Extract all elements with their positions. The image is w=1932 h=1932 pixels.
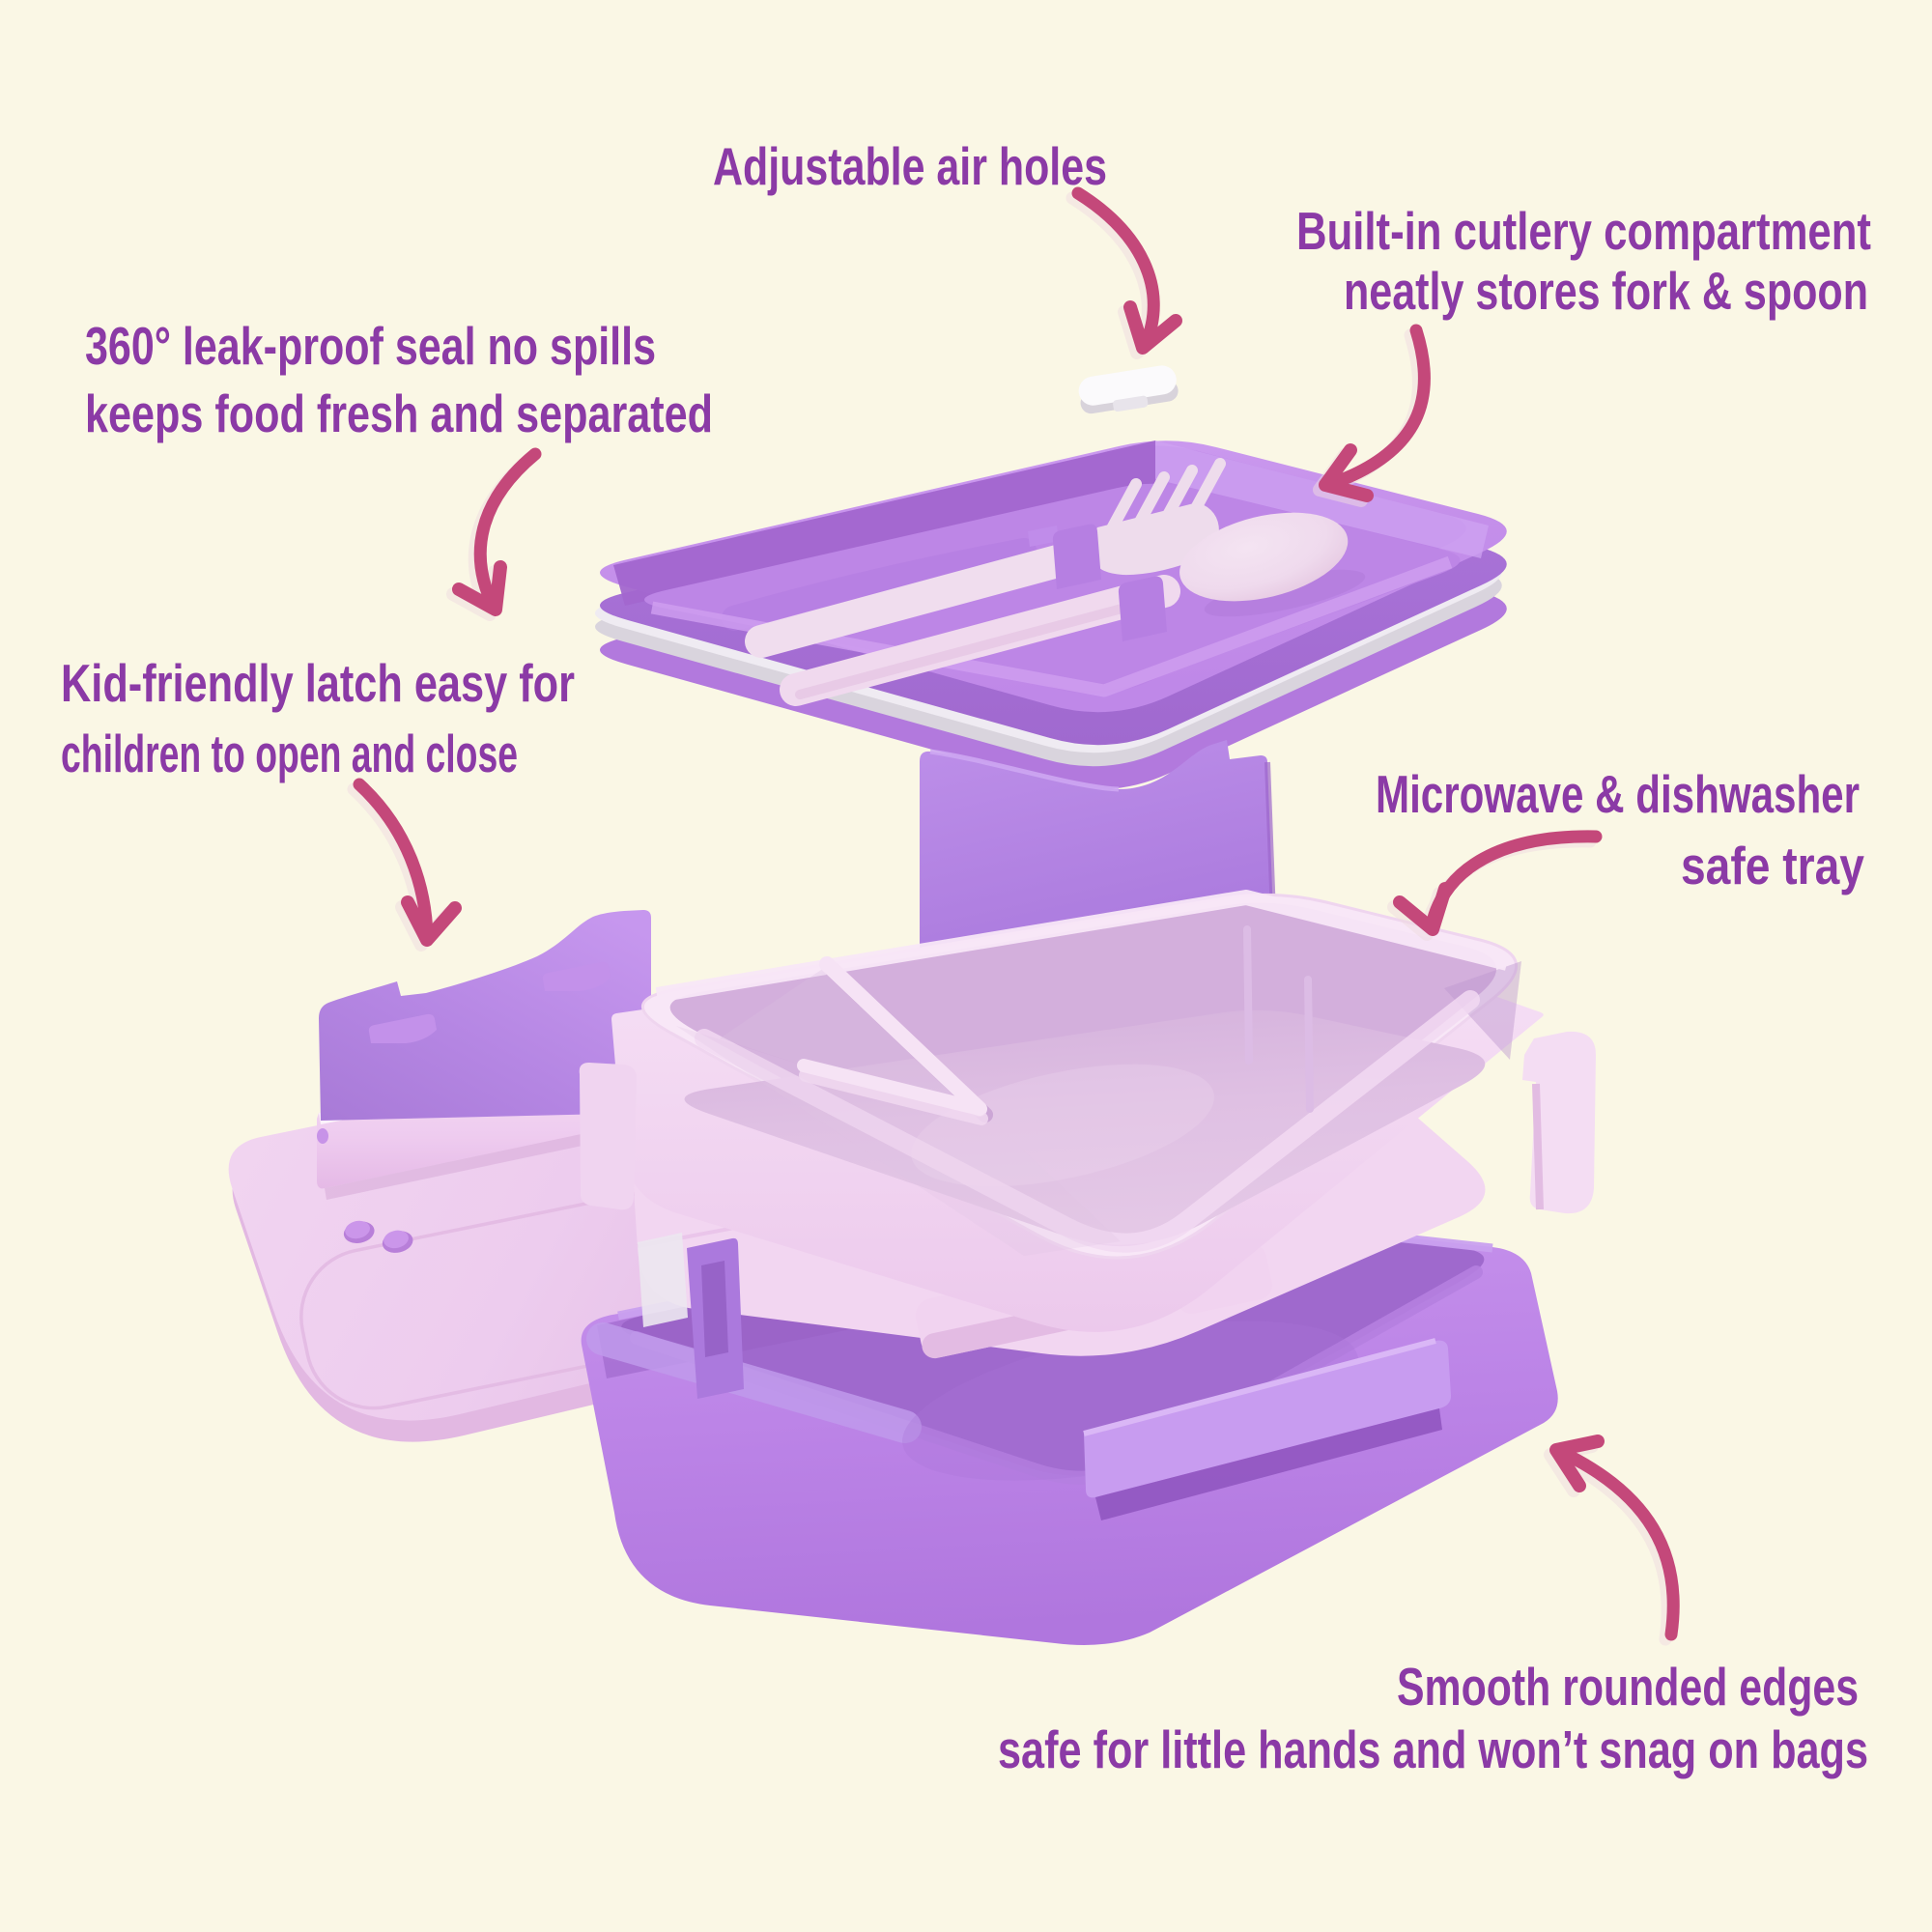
- svg-text:keeps food fresh and separated: keeps food fresh and separated: [85, 384, 713, 443]
- svg-text:safe for little hands and won’: safe for little hands and won’t snag on …: [998, 1719, 1868, 1779]
- svg-text:360° leak-proof seal no spills: 360° leak-proof seal no spills: [85, 316, 656, 376]
- svg-text:Built-in cutlery compartment: Built-in cutlery compartment: [1296, 201, 1871, 261]
- svg-text:neatly stores fork & spoon: neatly stores fork & spoon: [1344, 261, 1868, 321]
- svg-text:Adjustable air holes: Adjustable air holes: [713, 136, 1107, 196]
- svg-text:safe tray: safe tray: [1681, 836, 1864, 895]
- svg-text:Smooth rounded edges: Smooth rounded edges: [1397, 1657, 1859, 1717]
- svg-text:Kid-friendly latch easy for: Kid-friendly latch easy for: [61, 653, 575, 713]
- svg-text:children to open and close: children to open and close: [61, 724, 518, 783]
- svg-text:Microwave & dishwasher: Microwave & dishwasher: [1376, 764, 1860, 824]
